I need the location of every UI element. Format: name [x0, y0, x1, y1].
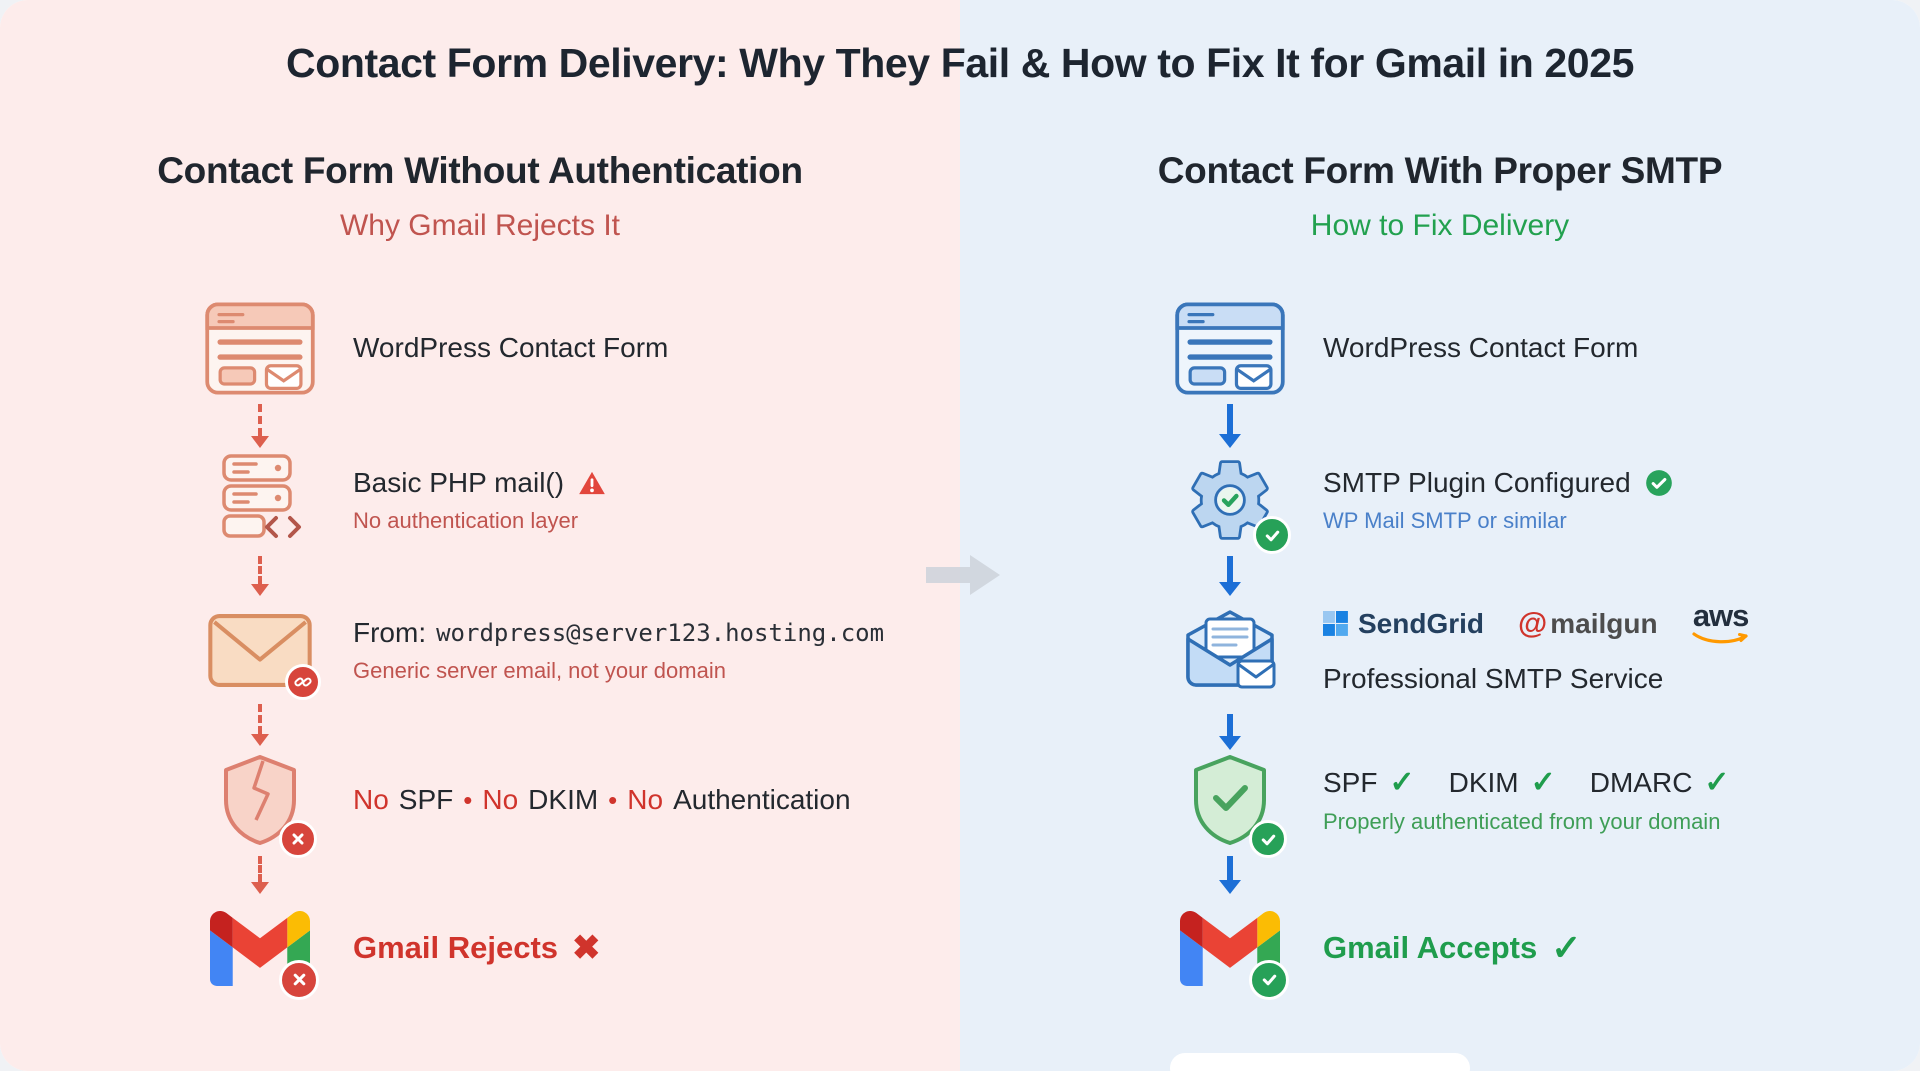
dashed-down-arrow	[248, 556, 272, 596]
dashed-down-arrow	[248, 856, 272, 894]
left-heading: Contact Form Without Authentication	[157, 150, 803, 191]
step-label: SMTP Plugin Configured	[1323, 467, 1673, 499]
gear-icon	[1191, 460, 1269, 540]
step-smtp-service: SendGrid @ mailgun aws Professional SMTP…	[1165, 588, 1750, 708]
step-no-auth: No SPF • No DKIM • No Authentication	[195, 750, 851, 858]
solid-down-arrow	[1218, 856, 1242, 894]
gmail-accepts-label: Gmail Accepts	[1323, 930, 1538, 965]
left-to-right-arrow-icon	[926, 551, 1002, 604]
sendgrid-logo: SendGrid	[1323, 608, 1484, 640]
no-auth-label: No SPF • No DKIM • No Authentication	[353, 784, 851, 815]
step-generic-from: From: wordpress@server123.hosting.com Ge…	[195, 600, 884, 700]
step-subtext: Generic server email, not your domain	[353, 657, 726, 683]
browser-form-icon	[205, 301, 315, 395]
link-badge-icon	[285, 663, 321, 700]
step-label: Professional SMTP Service	[1323, 662, 1664, 694]
check-badge-icon	[1249, 959, 1289, 1000]
left-subheading: Why Gmail Rejects It	[339, 209, 621, 242]
rejects-x-mark: ✖	[572, 929, 601, 967]
envelope-icon	[208, 613, 312, 687]
smtp-provider-logos: SendGrid @ mailgun aws	[1323, 600, 1750, 646]
generic-from-email: wordpress@server123.hosting.com	[436, 618, 885, 647]
gmail-icon	[1180, 910, 1280, 986]
right-column-header: Contact Form With Proper SMTP How to Fix…	[960, 150, 1920, 243]
left-column-header: Contact Form Without Authentication Why …	[0, 150, 960, 243]
solid-down-arrow	[1218, 714, 1242, 750]
step-smtp-plugin: SMTP Plugin Configured WP Mail SMTP or s…	[1165, 450, 1673, 554]
right-panel	[960, 0, 1920, 1071]
right-subheading: How to Fix Delivery	[1310, 209, 1570, 242]
broken-shield-icon	[224, 755, 296, 845]
step-wordpress-form-left: WordPress Contact Form	[195, 298, 668, 398]
shield-check-icon	[1194, 755, 1266, 845]
envelope-letter-icon	[1186, 610, 1276, 689]
dashed-down-arrow	[248, 404, 272, 448]
step-wordpress-form-right: WordPress Contact Form	[1165, 298, 1638, 398]
step-subtext: WP Mail SMTP or similar	[1323, 507, 1567, 533]
bottom-rounded-bar	[1170, 1053, 1470, 1071]
mailgun-logo: @ mailgun	[1518, 607, 1658, 640]
mailgun-at-icon: @	[1518, 607, 1548, 640]
error-badge-icon	[279, 820, 317, 858]
step-subtext: No authentication layer	[353, 507, 579, 533]
right-heading: Contact Form With Proper SMTP	[1157, 150, 1723, 191]
server-stack-icon	[222, 454, 301, 538]
main-title: Contact Form Delivery: Why They Fail & H…	[285, 40, 1635, 86]
check-circle-icon	[1645, 469, 1672, 496]
step-label: From: wordpress@server123.hosting.com	[353, 616, 885, 648]
step-dns-auth: SPF ✓ DKIM ✓ DMARC ✓ Properly authentica…	[1165, 750, 1730, 858]
step-label: WordPress Contact Form	[353, 332, 669, 363]
step-php-mail: Basic PHP mail() No authentication layer	[195, 450, 606, 550]
step-gmail-accepts: Gmail Accepts ✓	[1165, 898, 1582, 1000]
warning-triangle-icon	[579, 471, 605, 494]
aws-smile-icon	[1692, 632, 1748, 644]
dashed-down-arrow	[248, 704, 272, 746]
solid-down-arrow	[1218, 404, 1242, 448]
step-label: WordPress Contact Form	[1323, 332, 1639, 363]
step-gmail-rejects: Gmail Rejects ✖	[195, 898, 601, 1000]
sendgrid-grid-icon	[1323, 611, 1348, 636]
solid-down-arrow	[1218, 556, 1242, 596]
gmail-rejects-label: Gmail Rejects	[353, 930, 559, 965]
left-panel	[0, 0, 960, 1071]
check-badge-icon	[1249, 820, 1287, 858]
error-badge-icon	[279, 959, 319, 1000]
dns-auth-label: SPF ✓ DKIM ✓ DMARC ✓	[1323, 766, 1730, 799]
step-subtext: Properly authenticated from your domain	[1323, 809, 1721, 834]
check-badge-icon	[1253, 516, 1291, 554]
step-label: Basic PHP mail()	[353, 467, 606, 499]
browser-form-icon	[1175, 301, 1285, 395]
accepts-check-mark: ✓	[1551, 927, 1582, 968]
aws-logo: aws	[1692, 600, 1750, 646]
